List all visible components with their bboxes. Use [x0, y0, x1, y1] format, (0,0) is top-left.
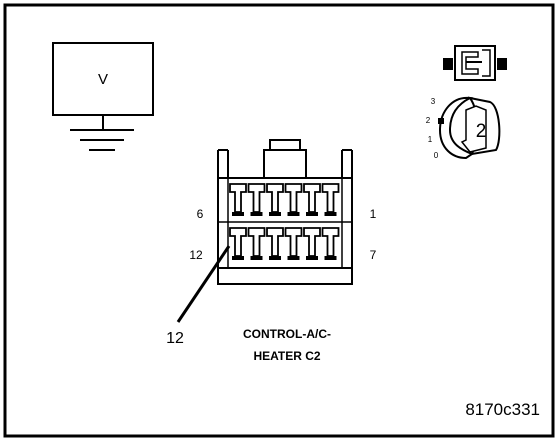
connector-name-line1: CONTROL-A/C-	[243, 327, 331, 341]
pin-label-1: 1	[370, 207, 377, 221]
ground-icon	[70, 129, 134, 151]
position-number: 2	[476, 121, 487, 142]
pin-cavity-foot	[306, 212, 318, 216]
pin-cavity-foot	[232, 256, 244, 260]
pin-cavity-foot	[287, 212, 300, 216]
pin-cavity-foot	[324, 212, 337, 216]
pin-cavities	[229, 183, 340, 260]
connector-plug-icon	[443, 45, 507, 81]
position-scale-3: 3	[431, 97, 436, 106]
voltmeter-symbol: V	[52, 42, 154, 130]
pin-label-6: 6	[197, 207, 204, 221]
pin-cavity-foot	[269, 212, 281, 216]
figure-id: 8170c331	[465, 400, 540, 419]
pin-cavity-foot	[232, 212, 244, 216]
position-scale-0: 0	[434, 151, 439, 160]
connector-name-line2: HEATER C2	[253, 349, 320, 363]
connector-position-icon: 2 3 2 1 0	[426, 96, 501, 160]
pin-cavity-foot	[324, 256, 337, 260]
connector-body	[217, 139, 353, 285]
pin-cavity-foot	[269, 256, 281, 260]
pin-label-12: 12	[189, 248, 203, 262]
pin-cavity-foot	[250, 256, 263, 260]
pin-pointer-line	[176, 245, 231, 323]
position-scale-1: 1	[428, 135, 433, 144]
diagram-border	[3, 3, 555, 438]
pin-pointer-label: 12	[166, 330, 184, 347]
pin-cavity-foot	[250, 212, 263, 216]
position-scale-2: 2	[426, 116, 431, 125]
pin-cavity-foot	[306, 256, 318, 260]
pin-cavity-foot	[287, 256, 300, 260]
pin-label-7: 7	[370, 248, 377, 262]
voltmeter-label: V	[98, 71, 108, 88]
